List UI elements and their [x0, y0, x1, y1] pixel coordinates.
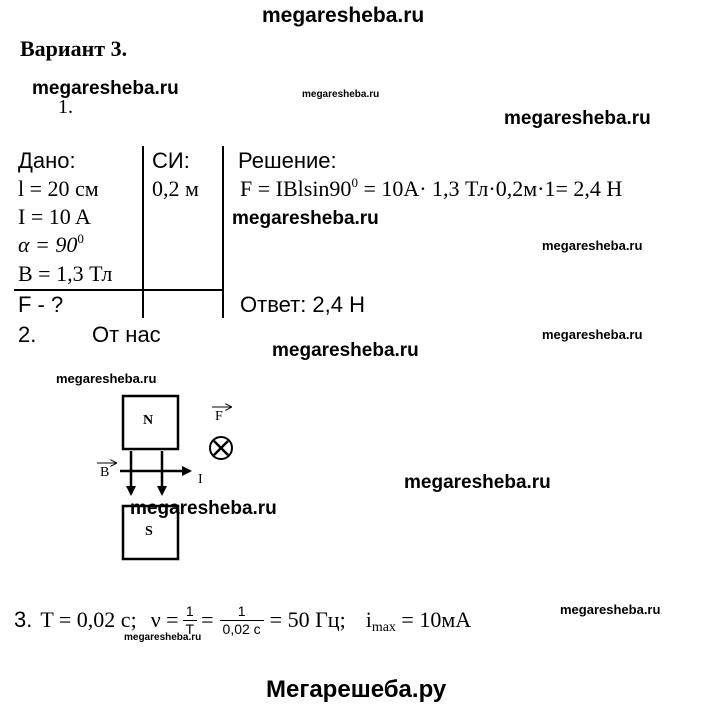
south-pole-box — [121, 504, 180, 561]
watermark: megaresheba.ru — [32, 78, 179, 99]
table-divider-2 — [222, 146, 224, 318]
field-label: B — [100, 465, 110, 480]
fraction-one-over-t: 1 T — [182, 603, 198, 638]
solution-answer: Ответ: 2,4 Н — [240, 292, 366, 317]
max-current-subscript: max — [371, 620, 396, 635]
solution-formula-right: = 10A· 1,3 Тл·0,2м·1= 2,4 Н — [357, 176, 623, 201]
given-header: Дано: — [18, 148, 76, 173]
watermark-top: megaresheba.ru — [262, 4, 425, 27]
si-value: 0,2 м — [152, 176, 199, 201]
solution-exponent: 0 — [351, 175, 358, 190]
watermark: megaresheba.ru — [56, 371, 157, 386]
watermark: megaresheba.ru — [124, 632, 202, 643]
solution-header: Решение: — [238, 148, 337, 173]
max-current-value: = 10мА — [395, 607, 472, 632]
si-divider — [142, 289, 222, 291]
variant-heading: Вариант 3. — [20, 36, 128, 61]
watermark: megaresheba.ru — [542, 238, 643, 253]
solution-formula: F = IBlsin900 = 10A· 1,3 Тл·0,2м·1= 2,4 … — [240, 176, 622, 202]
problem-1-number: 1. — [58, 96, 73, 118]
fraction-one-over-period: 1 0,02 с — [219, 603, 264, 638]
given-angle: α = 900 — [18, 232, 84, 258]
frequency-result: = 50 Гц; — [269, 607, 346, 632]
find-quantity: F - ? — [18, 292, 64, 317]
force-label: F — [215, 409, 223, 424]
watermark: megaresheba.ru — [302, 89, 380, 100]
max-current: imax = 10мА — [365, 607, 472, 635]
fraction-1-denominator: T — [185, 620, 195, 637]
period-value: T = 0,02 с; — [40, 607, 137, 632]
given-angle-exponent: 0 — [77, 231, 84, 246]
solution-formula-left: F = IBlsin90 — [240, 176, 352, 201]
problem-2-number: 2. — [18, 322, 37, 347]
fraction-1-numerator: 1 — [182, 603, 198, 621]
fraction-2-numerator: 1 — [219, 603, 264, 621]
given-current: I = 10 A — [18, 204, 91, 229]
force-into-page-icon — [209, 436, 233, 460]
watermark: megaresheba.ru — [560, 602, 661, 617]
problem-2-answer: От нас — [92, 322, 161, 347]
given-length: l = 20 см — [18, 176, 99, 201]
north-pole-box — [121, 394, 180, 451]
frequency-symbol: ν = — [150, 607, 179, 632]
watermark: megaresheba.ru — [404, 472, 551, 493]
south-pole-label: S — [145, 524, 153, 539]
watermark-bottom: Мегарешеба.ру — [266, 676, 447, 703]
problem-3-line: 3. T = 0,02 с; ν = 1 T = 1 0,02 с = 50 Г… — [14, 602, 472, 638]
watermark: megaresheba.ru — [272, 340, 419, 361]
table-divider-1 — [142, 146, 144, 318]
problem-3-number: 3. — [14, 607, 33, 632]
watermark: megaresheba.ru — [542, 327, 643, 342]
current-label: I — [198, 472, 203, 487]
watermark: megaresheba.ru — [504, 108, 651, 129]
watermark: megaresheba.ru — [232, 208, 379, 229]
north-pole-label: N — [143, 413, 154, 428]
watermark: megaresheba.ru — [130, 498, 277, 519]
fraction-2-denominator: 0,02 с — [222, 620, 261, 637]
given-field: B = 1,3 Тл — [18, 261, 113, 286]
max-current-symbol: i — [365, 607, 372, 632]
given-divider — [14, 289, 146, 291]
si-header: СИ: — [152, 148, 190, 173]
given-angle-base: α = 90 — [18, 232, 78, 257]
